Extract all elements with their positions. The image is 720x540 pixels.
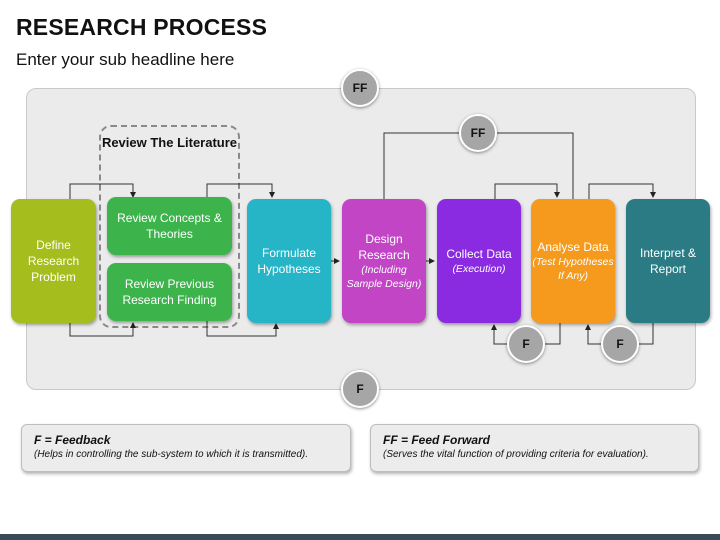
step-concepts-label: Review Concepts & Theories [117,211,222,241]
step-define-label: Define Research Problem [27,238,80,284]
legend-feed-forward: FF = Feed Forward (Serves the vital func… [370,424,699,472]
step-analyse-label: Analyse Data [537,240,609,254]
connector-collect-analyse [494,183,560,199]
connector-feedback-analyse [585,324,601,345]
step-analyse-note: (Test Hypotheses If Any) [532,256,614,282]
step-hypotheses-label: Formulate Hypotheses [257,246,321,276]
feedback-marker-bottom: F [341,370,379,408]
step-formulate-hypotheses: Formulate Hypotheses [247,199,331,323]
step-analyse-data: Analyse Data (Test Hypotheses If Any) [531,199,615,323]
step-design-label: Design Research [358,232,410,262]
feed-forward-marker-mid: FF [459,114,497,152]
connector-feedback-collect-out [545,323,561,345]
step-interpret-label: Interpret & Report [639,246,697,276]
feedback-marker-collect: F [507,325,545,363]
legend-feed-forward-title: FF = Feed Forward [383,433,491,447]
page-subtitle: Enter your sub headline here [16,50,235,69]
step-review-previous-findings: Review Previous Research Finding [107,263,232,321]
step-collect-label: Collect Data [446,247,512,261]
legend-feedback-desc: (Helps in controlling the sub-system to … [34,449,308,460]
step-interpret-report: Interpret & Report [626,199,710,323]
footer-bar [0,534,720,540]
legend-feed-forward-desc: (Serves the vital function of providing … [383,449,649,460]
connector-concepts-hypotheses [206,183,275,198]
connector-analyse-interpret [588,183,656,199]
step-previous-label: Review Previous Research Finding [122,277,217,307]
legend-feedback-title: F = Feedback [34,433,111,447]
page-title: RESEARCH PROCESS [16,14,268,40]
step-define-research-problem: Define Research Problem [11,199,96,323]
feed-forward-marker-top: FF [341,69,379,107]
step-review-concepts: Review Concepts & Theories [107,197,232,255]
connector-feedback-collect [491,324,507,345]
legend-feedback: F = Feedback (Helps in controlling the s… [21,424,351,472]
step-design-note: (Including Sample Design) [346,264,422,290]
connector-define-previous [69,322,136,337]
literature-group [99,125,240,328]
connector-previous-hypotheses [206,320,279,337]
connector-define-concepts [69,183,136,200]
connector-feedback-analyse-out [639,323,654,345]
feedback-marker-analyse: F [601,325,639,363]
step-collect-data: Collect Data (Execution) [437,199,521,323]
step-design-research: Design Research (Including Sample Design… [342,199,426,323]
literature-title: Review The Literature [101,135,238,150]
step-collect-note: (Execution) [452,263,506,275]
